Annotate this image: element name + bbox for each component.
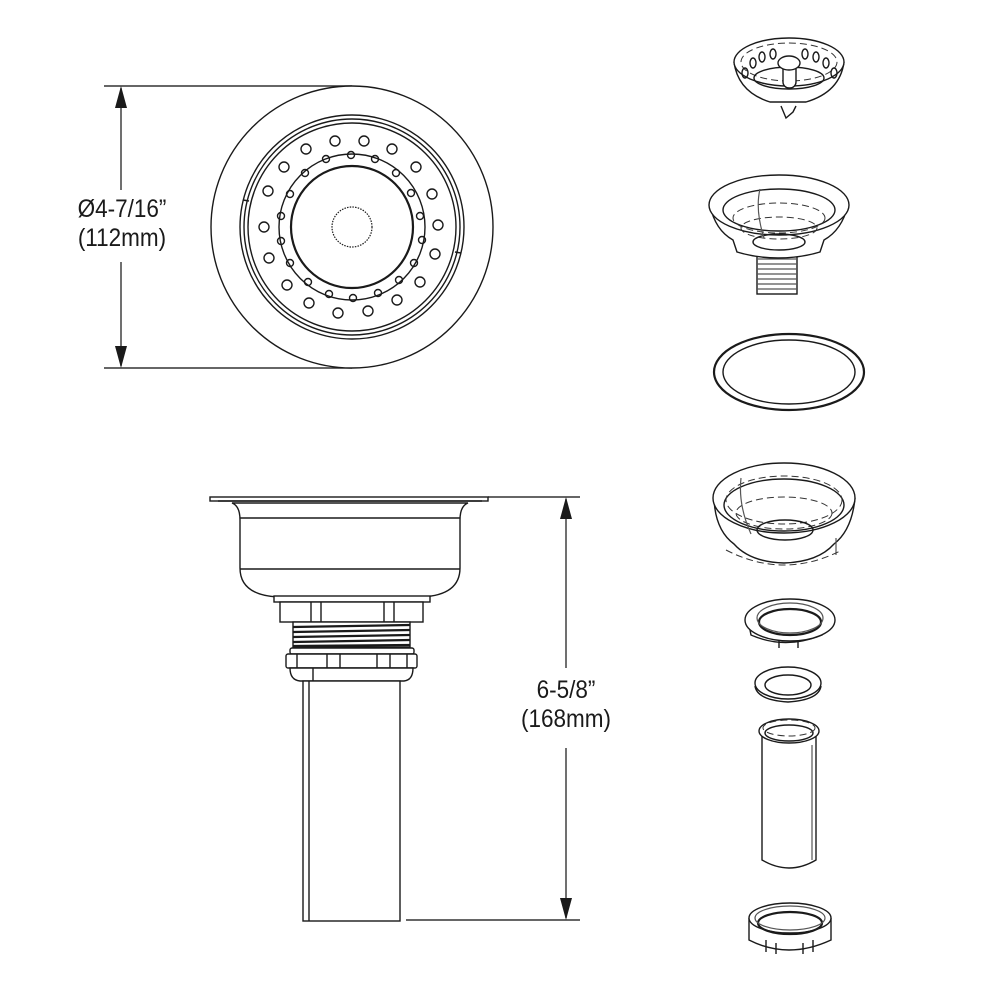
height-imperial: 6-5/8”	[536, 676, 596, 704]
arrow-down-icon	[560, 898, 572, 920]
diameter-dimension-line	[115, 86, 127, 368]
rubber-gasket	[712, 332, 866, 412]
tailpiece-side	[302, 680, 401, 922]
diameter-imperial: Ø4-7/16”	[77, 195, 167, 223]
tailpiece-washer	[754, 666, 822, 703]
arrow-down-icon	[115, 346, 127, 368]
height-label: 6-5/8” (168mm)	[503, 676, 629, 734]
top-plan-view	[104, 85, 494, 369]
locknut-side	[279, 601, 424, 623]
exploded-parts-view	[708, 37, 866, 954]
outer-hole-ring	[258, 135, 444, 319]
diameter-label: Ø4-7/16” (112mm)	[59, 195, 185, 253]
height-metric: (168mm)	[520, 705, 611, 733]
locknut	[744, 598, 836, 648]
strainer-body-flange	[708, 174, 850, 295]
basket-center-plate	[289, 164, 415, 290]
center-post-icon	[331, 206, 373, 248]
basket-strainer	[733, 37, 845, 120]
flange-outer-rim	[210, 85, 494, 369]
strainer-body	[231, 502, 469, 598]
friction-cup	[712, 462, 856, 566]
coupling-nut-side	[285, 653, 418, 669]
arrow-up-icon	[560, 497, 572, 519]
inner-hole-ring	[276, 150, 427, 303]
arrow-up-icon	[115, 86, 127, 108]
tailpiece	[758, 718, 820, 869]
coupling-nut	[748, 902, 832, 954]
diameter-metric: (112mm)	[77, 224, 167, 252]
side-elevation-view	[209, 496, 580, 922]
height-dimension-line	[560, 497, 572, 920]
threads-side	[292, 621, 411, 648]
